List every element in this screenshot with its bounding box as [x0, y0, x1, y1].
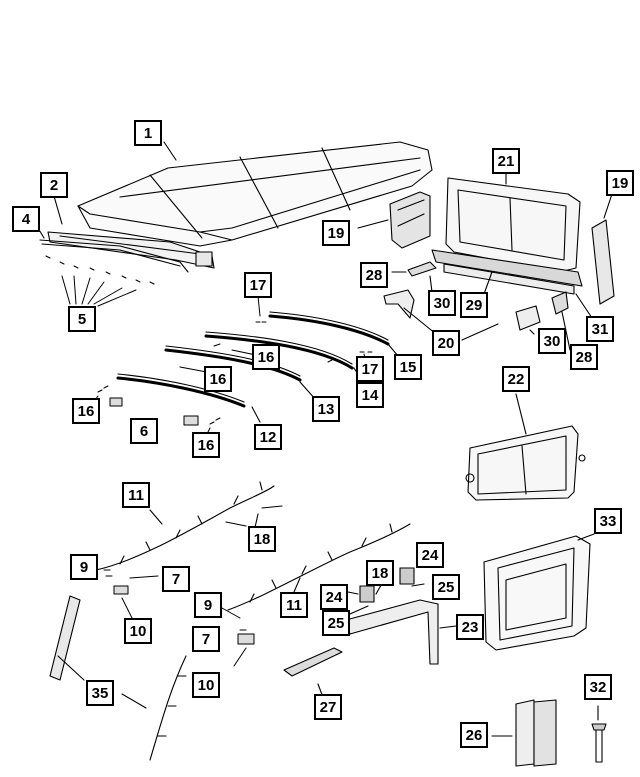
callout-16: 16 — [192, 432, 220, 458]
callout-5: 5 — [68, 306, 96, 332]
callout-24: 24 — [416, 542, 444, 568]
liftgate-glass-33 — [483, 535, 591, 651]
roof-panel-part — [77, 141, 433, 247]
callout-22: 22 — [502, 366, 530, 392]
fasteners-5 — [45, 255, 155, 307]
callout-25: 25 — [322, 610, 350, 636]
callout-23: 23 — [456, 614, 484, 640]
callout-25: 25 — [432, 574, 460, 600]
rail-27 — [283, 647, 343, 677]
callout-16: 16 — [252, 344, 280, 370]
callout-16: 16 — [72, 398, 100, 424]
callout-29: 29 — [460, 292, 488, 318]
callout-15: 15 — [394, 354, 422, 380]
callout-28: 28 — [570, 344, 598, 370]
bolt-32 — [591, 723, 607, 763]
callout-11: 11 — [280, 592, 308, 618]
left-trim-19 — [389, 191, 431, 249]
rear-window-frame-21 — [445, 177, 581, 273]
callout-30: 30 — [428, 290, 456, 316]
callout-17: 17 — [244, 272, 272, 298]
harness-11-upper — [95, 481, 275, 571]
rail-15 — [268, 311, 390, 346]
side-window-22 — [465, 425, 586, 501]
callout-18: 18 — [248, 526, 276, 552]
callout-19: 19 — [606, 170, 634, 196]
callout-10: 10 — [192, 672, 220, 698]
callout-10: 10 — [124, 618, 152, 644]
crossbar-29 — [431, 249, 583, 295]
callout-9: 9 — [194, 592, 222, 618]
callout-1: 1 — [134, 120, 162, 146]
callout-26: 26 — [460, 722, 488, 748]
callout-9: 9 — [70, 554, 98, 580]
callout-4: 4 — [12, 206, 40, 232]
callout-24: 24 — [320, 584, 348, 610]
pillar-harness-35 — [49, 595, 187, 761]
callout-2: 2 — [40, 172, 68, 198]
trim-26 — [515, 699, 557, 767]
rail-14 — [204, 331, 354, 370]
callout-12: 12 — [254, 424, 282, 450]
callout-14: 14 — [356, 382, 384, 408]
latches-24-25 — [347, 565, 425, 615]
callout-32: 32 — [584, 674, 612, 700]
rail-12 — [116, 373, 246, 408]
callout-7: 7 — [162, 566, 190, 592]
callout-13: 13 — [312, 396, 340, 422]
callout-33: 33 — [594, 508, 622, 534]
callout-7: 7 — [192, 626, 220, 652]
callout-27: 27 — [314, 694, 342, 720]
callout-19: 19 — [322, 220, 350, 246]
door-frame-23 — [345, 599, 439, 665]
brackets-28-30 — [383, 261, 569, 331]
callout-28: 28 — [360, 262, 388, 288]
callout-20: 20 — [432, 330, 460, 356]
connectors-7-9-10 — [103, 569, 255, 667]
callout-30: 30 — [538, 328, 566, 354]
callout-31: 31 — [586, 316, 614, 342]
callout-21: 21 — [492, 148, 520, 174]
callout-6: 6 — [130, 418, 158, 444]
front-seal-part — [39, 239, 189, 273]
rail-13 — [164, 345, 302, 382]
right-trim-19 — [591, 219, 615, 305]
callout-35: 35 — [86, 680, 114, 706]
harness-11-lower — [227, 523, 411, 611]
front-header-part — [47, 231, 215, 269]
callout-18: 18 — [366, 560, 394, 586]
leader-line-1 — [163, 141, 177, 161]
callout-11: 11 — [122, 482, 150, 508]
callout-16: 16 — [204, 366, 232, 392]
callout-17: 17 — [356, 356, 384, 382]
